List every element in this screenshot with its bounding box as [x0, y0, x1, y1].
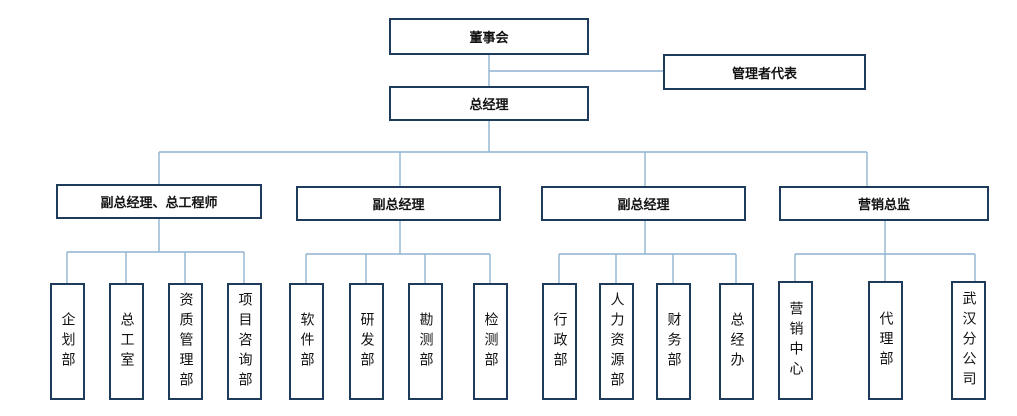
gm-label: 总经理	[469, 98, 509, 113]
dept-label: 勘测部	[417, 311, 434, 372]
level2-box-vp-2: 副总经理	[541, 186, 746, 221]
dept-box: 企划部	[50, 283, 85, 400]
dept-box: 人力资源部	[599, 283, 634, 400]
gm-box: 总经理	[389, 86, 589, 121]
dept-label: 武汉分公司	[960, 290, 977, 391]
representative-box: 管理者代表	[663, 54, 866, 90]
dept-box: 武汉分公司	[951, 281, 986, 400]
dept-label: 营销中心	[787, 300, 804, 381]
dept-box: 软件部	[289, 283, 324, 400]
dept-box: 总经办	[719, 283, 754, 400]
level2-box-sales-director: 营销总监	[779, 186, 989, 221]
dept-label: 资质管理部	[177, 291, 194, 392]
dept-label: 项目咨询部	[236, 291, 253, 392]
dept-label: 软件部	[298, 311, 315, 372]
dept-label: 企划部	[59, 311, 76, 372]
dept-box: 行政部	[542, 283, 577, 400]
dept-box: 代理部	[868, 281, 903, 400]
level2-label: 副总经理、总工程师	[100, 196, 218, 211]
dept-box: 营销中心	[778, 281, 813, 400]
level2-label: 副总经理	[372, 198, 425, 213]
dept-label: 人力资源部	[608, 291, 625, 392]
dept-label: 代理部	[877, 310, 894, 371]
dept-label: 研发部	[358, 311, 375, 372]
dept-box: 资质管理部	[168, 283, 203, 400]
dept-box: 财务部	[656, 283, 691, 400]
dept-box: 项目咨询部	[227, 283, 262, 400]
representative-label: 管理者代表	[731, 66, 797, 82]
board-box: 董事会	[389, 18, 589, 55]
level2-box-vp-1: 副总经理	[296, 186, 501, 221]
dept-label: 检测部	[482, 311, 499, 372]
level2-box-vp-chief-engineer: 副总经理、总工程师	[56, 184, 262, 219]
dept-box: 检测部	[473, 283, 508, 400]
dept-box: 研发部	[349, 283, 384, 400]
dept-box: 勘测部	[408, 283, 443, 400]
dept-label: 行政部	[551, 311, 568, 372]
board-label: 董事会	[469, 31, 509, 46]
dept-label: 总经办	[728, 311, 745, 372]
dept-label: 总工室	[118, 311, 135, 372]
dept-box: 总工室	[109, 283, 144, 400]
dept-label: 财务部	[665, 311, 682, 372]
level2-label: 营销总监	[857, 198, 910, 213]
level2-label: 副总经理	[617, 198, 670, 213]
